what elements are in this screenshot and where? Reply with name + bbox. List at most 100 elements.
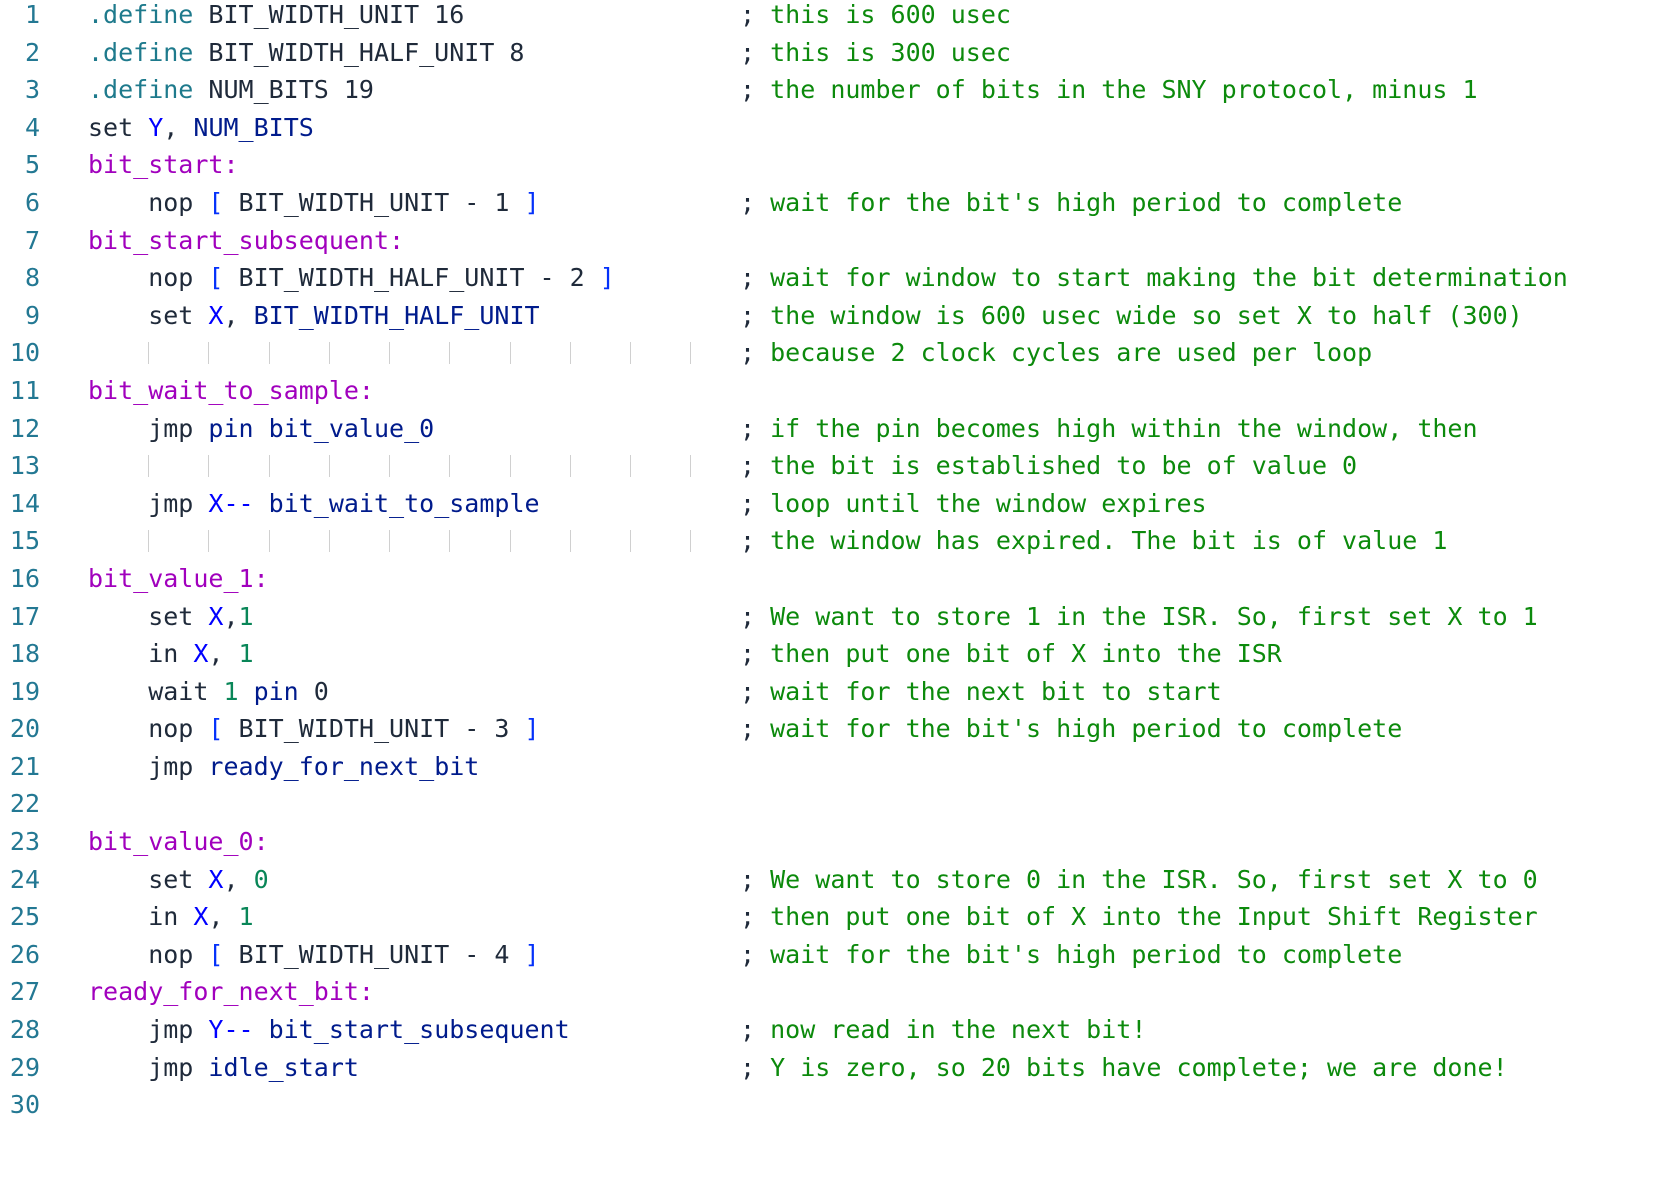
code-line[interactable]: 6 nop [ BIT_WIDTH_UNIT - 1 ]; wait for t… <box>0 184 1653 222</box>
code-line[interactable]: 9 set X, BIT_WIDTH_HALF_UNIT; the window… <box>0 297 1653 335</box>
code-token: jmp <box>88 1052 209 1082</box>
code-editor[interactable]: 1.define BIT_WIDTH_UNIT 16; this is 600 … <box>0 0 1653 1124</box>
indent-guide <box>569 455 571 478</box>
code-line[interactable]: 17 set X,1; We want to store 1 in the IS… <box>0 598 1653 636</box>
comment-prefix: ; <box>740 714 771 744</box>
code-line[interactable]: 1.define BIT_WIDTH_UNIT 16; this is 600 … <box>0 0 1653 34</box>
code-token: ] <box>524 939 540 969</box>
line-number: 3 <box>24 75 40 105</box>
code-line[interactable]: 2.define BIT_WIDTH_HALF_UNIT 8; this is … <box>0 34 1653 72</box>
code-line[interactable]: 21 jmp ready_for_next_bit <box>0 748 1653 786</box>
indent-guide <box>389 530 391 553</box>
indent-guide <box>690 455 692 478</box>
code-comment: ; loop until the window expires <box>740 485 1207 523</box>
code-token: bit_wait_to_sample <box>253 488 540 518</box>
code-line[interactable]: 19 wait 1 pin 0; wait for the next bit t… <box>0 673 1653 711</box>
code-token: X <box>193 902 209 932</box>
comment-prefix: ; <box>740 413 771 443</box>
comment-prefix: ; <box>740 1052 771 1082</box>
code-token: bit_value_1: <box>88 563 269 593</box>
code-line[interactable]: 4 set Y, NUM_BITS <box>0 109 1653 147</box>
code-comment: ; this is 300 usec <box>740 34 1011 72</box>
code-text: set X, 0 <box>88 861 268 899</box>
line-number: 18 <box>9 639 40 669</box>
line-number: 12 <box>9 413 40 443</box>
code-token: BIT_WIDTH_UNIT 16 <box>193 0 465 29</box>
code-line[interactable]: 15; the window has expired. The bit is o… <box>0 522 1653 560</box>
code-line[interactable]: 11 bit_wait_to_sample: <box>0 372 1653 410</box>
comment-text: wait for the bit's high period to comple… <box>770 187 1403 217</box>
comment-text: this is 300 usec <box>770 37 1011 67</box>
code-token: NUM_BITS <box>193 112 314 142</box>
comment-prefix: ; <box>740 187 771 217</box>
code-line[interactable]: 12 jmp pin bit_value_0; if the pin becom… <box>0 410 1653 448</box>
code-line[interactable]: 18 in X, 1; then put one bit of X into t… <box>0 635 1653 673</box>
code-token: set <box>88 864 209 894</box>
comment-text: the window is 600 usec wide so set X to … <box>770 300 1523 330</box>
code-line[interactable]: 22 <box>0 785 1653 823</box>
code-token: 1 <box>238 902 254 932</box>
code-line[interactable]: 30 <box>0 1086 1653 1124</box>
code-token: .define <box>88 75 194 105</box>
line-number: 23 <box>9 827 40 857</box>
code-comment: ; the window is 600 usec wide so set X t… <box>740 297 1523 335</box>
code-line[interactable]: 24 set X, 0; We want to store 0 in the I… <box>0 861 1653 899</box>
code-line[interactable]: 20 nop [ BIT_WIDTH_UNIT - 3 ]; wait for … <box>0 710 1653 748</box>
code-text: set Y, NUM_BITS <box>88 109 314 147</box>
code-text: jmp pin bit_value_0 <box>88 410 434 448</box>
comment-prefix: ; <box>740 75 771 105</box>
code-line[interactable]: 26 nop [ BIT_WIDTH_UNIT - 4 ]; wait for … <box>0 936 1653 974</box>
comment-prefix: ; <box>740 37 771 67</box>
code-token: BIT_WIDTH_HALF_UNIT 8 <box>193 37 525 67</box>
code-line[interactable]: 14 jmp X-- bit_wait_to_sample; loop unti… <box>0 485 1653 523</box>
indent-guide <box>148 455 150 478</box>
code-token: BIT_WIDTH_UNIT - 1 <box>223 187 525 217</box>
code-comment: ; We want to store 1 in the ISR. So, fir… <box>740 598 1538 636</box>
code-text: in X, 1 <box>88 898 254 936</box>
line-number: 11 <box>9 375 40 405</box>
code-token: set <box>88 601 209 631</box>
code-comment: ; the window has expired. The bit is of … <box>740 522 1447 560</box>
code-token: , <box>163 112 194 142</box>
code-token: ready_for_next_bit <box>208 751 480 781</box>
code-token: , <box>223 864 254 894</box>
code-line[interactable]: 25 in X, 1; then put one bit of X into t… <box>0 898 1653 936</box>
line-number: 17 <box>9 601 40 631</box>
code-token: bit_value_0 <box>253 413 435 443</box>
code-token: ] <box>524 714 540 744</box>
code-token: bit_wait_to_sample: <box>88 375 374 405</box>
indent-guide <box>509 530 511 553</box>
code-line[interactable]: 13; the bit is established to be of valu… <box>0 447 1653 485</box>
code-line[interactable]: 29 jmp idle_start; Y is zero, so 20 bits… <box>0 1049 1653 1087</box>
code-token: bit_start_subsequent <box>253 1015 570 1045</box>
comment-prefix: ; <box>740 488 771 518</box>
code-token: .define <box>88 37 194 67</box>
comment-prefix: ; <box>740 939 771 969</box>
comment-text: the bit is established to be of value 0 <box>770 451 1358 481</box>
code-token: idle_start <box>208 1052 359 1082</box>
indent-guide <box>268 342 270 365</box>
code-line[interactable]: 8 nop [ BIT_WIDTH_HALF_UNIT - 2 ]; wait … <box>0 259 1653 297</box>
code-text: in X, 1 <box>88 635 253 673</box>
comment-prefix: ; <box>740 864 771 894</box>
code-line[interactable]: 3.define NUM_BITS 19; the number of bits… <box>0 71 1653 109</box>
code-line[interactable]: 10; because 2 clock cycles are used per … <box>0 334 1653 372</box>
comment-prefix: ; <box>740 601 771 631</box>
code-token: pin <box>238 676 314 706</box>
code-text: jmp idle_start <box>88 1049 359 1087</box>
line-number: 24 <box>9 864 40 894</box>
comment-text: loop until the window expires <box>770 488 1207 518</box>
indent-guide <box>148 530 150 553</box>
code-token: set <box>88 300 209 330</box>
code-line[interactable]: 28 jmp Y-- bit_start_subsequent; now rea… <box>0 1011 1653 1049</box>
line-number: 20 <box>9 714 40 744</box>
line-number: 13 <box>9 451 40 481</box>
line-number: 6 <box>24 187 40 217</box>
line-number: 4 <box>24 112 40 142</box>
code-token: , <box>208 902 239 932</box>
